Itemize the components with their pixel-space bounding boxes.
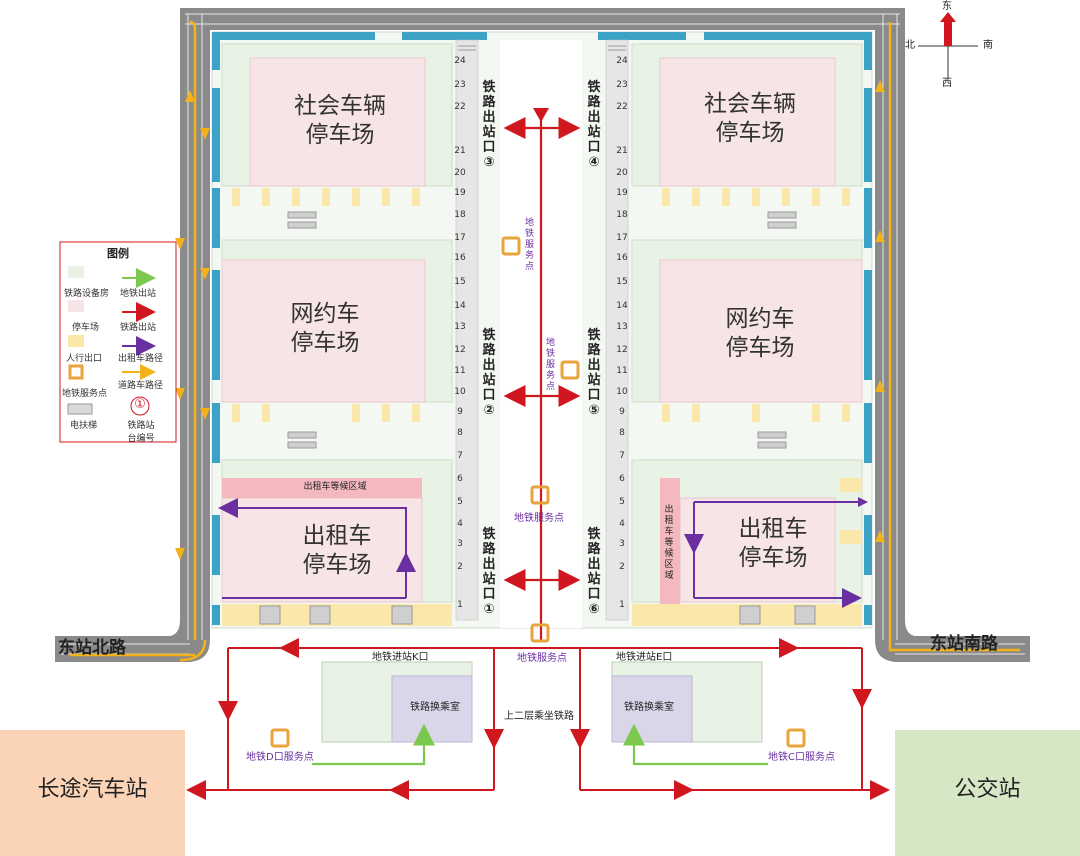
platform-number: 11 <box>454 366 466 376</box>
platform-number: 2 <box>619 562 625 572</box>
platform-number: 23 <box>454 80 466 90</box>
platform-number: 16 <box>616 253 628 263</box>
platform-number: 7 <box>457 451 463 461</box>
metro-service-upper: 地铁服务点 <box>525 218 535 272</box>
platform-number: 11 <box>616 366 628 376</box>
platform-number: 23 <box>616 80 628 90</box>
platform-number: 20 <box>616 168 628 178</box>
platform-number: 24 <box>454 56 466 66</box>
outer-exits <box>212 32 872 625</box>
rideshare-parking-right: 网约车 停车场 <box>725 306 795 361</box>
transfer-room-left: 铁路换乘室 <box>410 702 460 713</box>
legend-pedestrian-exit: 人行出口 <box>66 354 103 364</box>
platform-number: 15 <box>454 277 466 287</box>
metro-service-lower: 地铁服务点 <box>514 513 564 524</box>
bus-station: 公交站 <box>954 777 1021 802</box>
platform-number: 18 <box>454 210 466 220</box>
platform-number: 22 <box>454 102 466 112</box>
platform-number: 7 <box>619 451 625 461</box>
legend-metro-service: 地铁服务点 <box>62 389 108 399</box>
platform-number: 2 <box>457 562 463 572</box>
platform-number: 14 <box>616 301 628 311</box>
metro-entry-e: 地铁进站E口 <box>616 652 673 663</box>
road-south: 东站南路 <box>930 634 998 654</box>
road-north: 东站北路 <box>58 638 126 658</box>
legend-equipment: 铁路设备房 <box>64 289 110 299</box>
rideshare-parking-left: 网约车 停车场 <box>290 301 360 356</box>
platform-number: 20 <box>454 168 466 178</box>
legend-metro-exit: 地铁出站 <box>120 289 157 299</box>
compass-east: 东 <box>942 1 952 12</box>
legend-escalator: 电扶梯 <box>70 421 98 431</box>
platform-number: 1 <box>619 600 625 610</box>
legend-platform-symbol: ① <box>134 397 146 412</box>
platform-number: 15 <box>616 277 628 287</box>
legend-parking: 停车场 <box>72 323 100 333</box>
platform-number: 19 <box>616 188 628 198</box>
platform-number: 22 <box>616 102 628 112</box>
social-parking-right: 社会车辆 停车场 <box>704 91 796 146</box>
metro-c-service: 地铁C口服务点 <box>768 752 835 763</box>
transfer-room-right: 铁路换乘室 <box>624 702 674 713</box>
legend-platform-number: 铁路站台编号 <box>127 421 155 444</box>
metro-entry-k: 地铁进站K口 <box>372 652 429 663</box>
platform-number: 5 <box>457 497 463 507</box>
compass-south: 南 <box>983 40 993 51</box>
platform-number: 5 <box>619 497 625 507</box>
platform-number: 14 <box>454 301 466 311</box>
platform-number: 10 <box>616 387 628 397</box>
platform-number: 19 <box>454 188 466 198</box>
social-parking-left: 社会车辆 停车场 <box>294 93 386 148</box>
platform-number: 6 <box>619 474 625 484</box>
taxi-parking-left: 出租车 停车场 <box>302 523 372 578</box>
platform-number: 16 <box>454 253 466 263</box>
platform-number: 8 <box>619 428 625 438</box>
legend-title: 图例 <box>107 247 129 260</box>
taxi-waiting-right: 出租车等候区域 <box>664 505 674 581</box>
platform-number: 13 <box>454 322 466 332</box>
platform-number: 10 <box>454 387 466 397</box>
platform-number: 9 <box>619 407 625 417</box>
platform-number: 3 <box>619 539 625 549</box>
platform-number: 6 <box>457 474 463 484</box>
legend-rail-exit: 铁路出站 <box>120 323 157 333</box>
platform-number: 1 <box>457 600 463 610</box>
platform-number: 24 <box>616 56 628 66</box>
metro-service-mid: 地铁服务点 <box>546 338 556 392</box>
platform-number: 8 <box>457 428 463 438</box>
platform-number: 9 <box>457 407 463 417</box>
platform-number: 18 <box>616 210 628 220</box>
legend-road-path: 道路车路径 <box>118 381 164 391</box>
platform-number: 12 <box>616 345 628 355</box>
platform-number: 4 <box>457 519 463 529</box>
metro-service-bottom: 地铁服务点 <box>517 653 567 664</box>
platform-number: 17 <box>616 233 628 243</box>
platform-number: 13 <box>616 322 628 332</box>
platform-number: 3 <box>457 539 463 549</box>
taxi-waiting-left: 出租车等候区域 <box>303 482 367 492</box>
platform-number: 21 <box>454 146 466 156</box>
platform-number: 12 <box>454 345 466 355</box>
platform-number: 4 <box>619 519 625 529</box>
long-distance-bus-station: 长途汽车站 <box>37 777 148 802</box>
legend-taxi-path: 出租车路径 <box>118 354 164 364</box>
taxi-parking-right: 出租车 停车场 <box>738 516 808 571</box>
compass-north: 北 <box>905 40 915 51</box>
compass-west: 西 <box>942 78 952 89</box>
road-car-path <box>70 20 1020 662</box>
platform-number: 17 <box>454 233 466 243</box>
metro-d-service: 地铁D口服务点 <box>246 752 314 763</box>
platform-number: 21 <box>616 146 628 156</box>
upstairs-rail: 上二层乘坐铁路 <box>504 711 574 722</box>
